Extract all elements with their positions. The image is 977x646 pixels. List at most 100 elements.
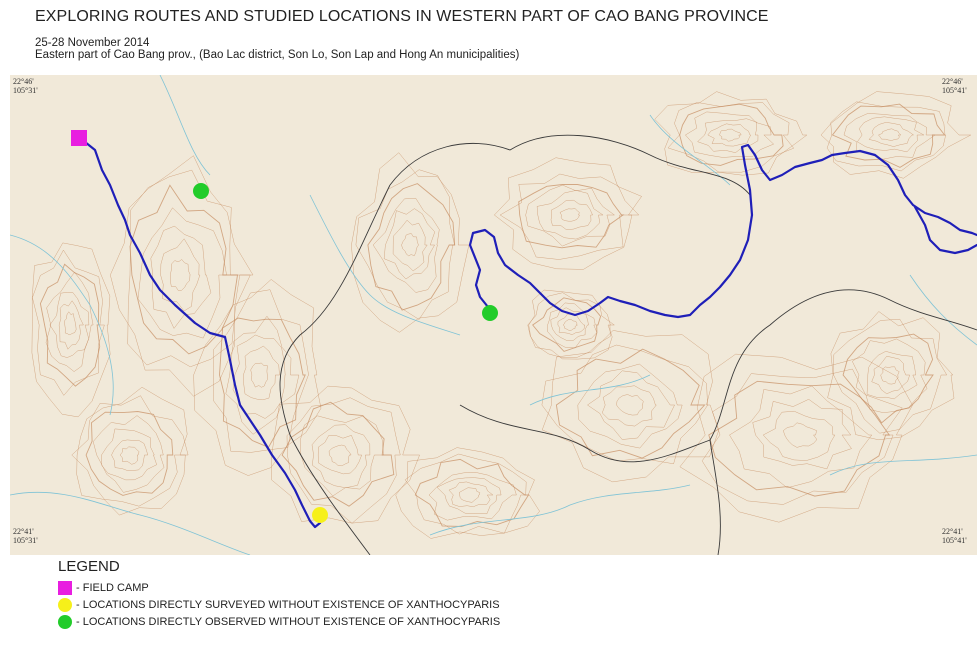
boundary-line <box>279 184 391 555</box>
map-title: EXPLORING ROUTES AND STUDIED LOCATIONS I… <box>35 8 769 25</box>
field-camp-marker[interactable] <box>71 130 87 146</box>
contour-line <box>878 128 902 141</box>
contour-line <box>213 289 309 453</box>
contour-line <box>150 225 212 329</box>
contour-line <box>328 444 352 467</box>
study-markers <box>71 130 498 523</box>
legend-item-label: - FIELD CAMP <box>76 581 149 594</box>
surveyed-location-marker[interactable] <box>312 507 328 523</box>
contour-line <box>550 199 593 230</box>
boundary-lines <box>279 134 977 555</box>
contour-line <box>129 184 239 355</box>
contour-line <box>367 183 456 311</box>
contour-line <box>317 434 363 475</box>
legend-item-field-camp: - FIELD CAMP <box>58 579 500 596</box>
route-line-west <box>78 136 322 529</box>
contour-line <box>92 415 165 493</box>
contour-line <box>404 453 527 535</box>
contour-line <box>827 311 955 441</box>
contour-line <box>49 292 90 358</box>
contour-line <box>111 439 149 471</box>
water-line <box>909 274 977 346</box>
field-camp-swatch <box>58 580 72 595</box>
contour-line <box>559 208 580 222</box>
contour-line <box>762 410 836 461</box>
contour-line <box>833 318 948 434</box>
contour-line <box>555 348 706 459</box>
legend-title: LEGEND <box>58 558 120 575</box>
coord-top-left-lon: 105°31' <box>13 86 38 95</box>
map-canvas[interactable] <box>10 75 977 555</box>
contour-line <box>866 351 918 400</box>
contour-line <box>679 353 913 523</box>
contour-line <box>170 259 191 291</box>
coord-bottom-right: 22°41' 105°41' <box>942 527 967 545</box>
legend-item-surveyed: - LOCATIONS DIRECTLY SURVEYED WITHOUT EX… <box>58 596 500 613</box>
contour-line <box>729 385 873 489</box>
water-line <box>10 491 251 555</box>
observed-swatch <box>58 614 72 629</box>
coord-top-left: 22°46' 105°31' <box>13 77 38 95</box>
contour-line <box>436 477 502 515</box>
contour-line <box>831 103 946 168</box>
contour-line <box>39 263 101 387</box>
route-line-east-spur <box>913 205 977 255</box>
contour-line <box>707 123 752 147</box>
topographic-map[interactable]: 22°46' 105°31' 22°46' 105°41' 22°41' 105… <box>10 75 977 555</box>
contour-lines <box>31 91 971 539</box>
water-line <box>649 114 731 186</box>
boundary-line <box>459 289 977 463</box>
legend-item-label: - LOCATIONS DIRECTLY OBSERVED WITHOUT EX… <box>76 615 501 628</box>
coord-bottom-left-lon: 105°31' <box>13 536 38 545</box>
contour-line <box>685 111 775 158</box>
contour-line <box>562 319 579 331</box>
contour-line <box>250 362 269 388</box>
contour-line <box>311 424 371 489</box>
coord-bottom-left-lat: 22°41' <box>13 527 34 536</box>
survey-date: 25-28 November 2014 <box>35 37 150 49</box>
water-line <box>529 374 651 406</box>
observed-location-marker[interactable] <box>482 305 498 321</box>
contour-line <box>577 363 683 449</box>
contour-line <box>616 394 644 416</box>
contour-line <box>31 242 111 418</box>
contour-line <box>719 128 742 142</box>
contour-line <box>193 279 322 476</box>
contour-line <box>281 401 395 507</box>
water-line <box>429 484 691 536</box>
contour-line <box>85 411 174 496</box>
contour-line <box>536 190 604 240</box>
contour-line <box>701 368 903 505</box>
coord-top-right-lon: 105°41' <box>942 86 967 95</box>
contour-line <box>783 422 818 448</box>
contour-line <box>493 157 642 270</box>
contour-line <box>110 155 254 397</box>
contour-line <box>708 380 891 497</box>
contour-line <box>401 233 419 257</box>
contour-line <box>499 173 640 260</box>
contour-line <box>45 271 94 372</box>
contour-line <box>557 313 586 335</box>
contour-line <box>428 472 517 521</box>
contour-line <box>880 366 900 385</box>
coord-top-right-lat: 22°46' <box>942 77 963 86</box>
contour-line <box>383 208 436 280</box>
contour-line <box>127 169 251 368</box>
coord-bottom-right-lat: 22°41' <box>942 527 963 536</box>
legend-item-label: - LOCATIONS DIRECTLY SURVEYED WITHOUT EX… <box>76 598 500 611</box>
water-lines <box>10 75 977 555</box>
contour-line <box>541 330 720 483</box>
contour-line <box>857 116 925 153</box>
contour-line <box>667 102 795 173</box>
contour-line <box>868 122 915 147</box>
contour-line <box>392 219 428 272</box>
observed-location-marker[interactable] <box>193 183 209 199</box>
contour-line <box>219 317 306 448</box>
boundary-line <box>709 439 721 555</box>
contour-line <box>355 169 455 320</box>
contour-line <box>58 300 84 350</box>
contour-line <box>871 355 911 395</box>
water-line <box>159 75 211 176</box>
survey-area: Eastern part of Cao Bang prov., (Bao Lac… <box>35 49 520 61</box>
contour-line <box>842 333 934 424</box>
